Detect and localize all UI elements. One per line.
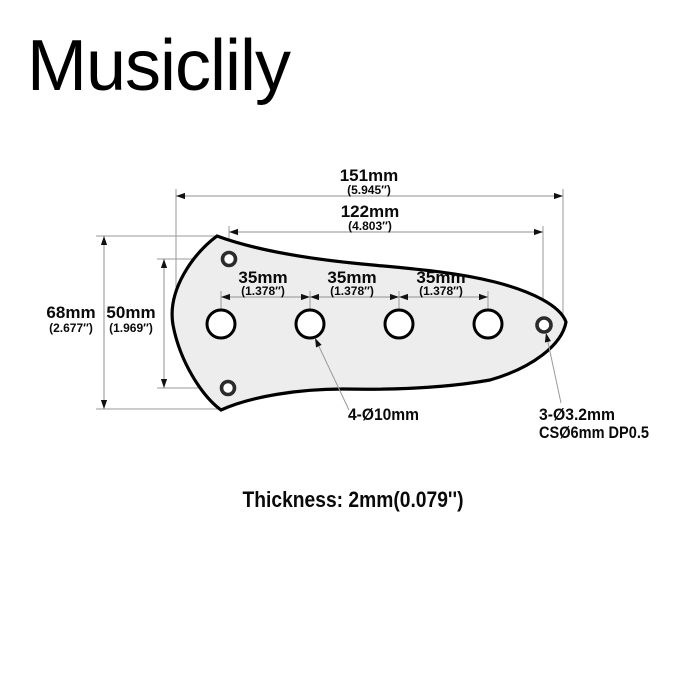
spacing-1-inch: (1.378″)	[241, 284, 285, 298]
mount-height-mm: 50mm	[106, 303, 155, 322]
mount-height-inch: (1.969″)	[109, 321, 153, 335]
dimension-overall-width: 151mm (5.945″)	[176, 166, 563, 200]
control-hole-3	[383, 308, 415, 340]
screw-holes-label-line2: CSØ6mm DP0.5	[539, 423, 649, 442]
dimension-mount-height: 50mm (1.969″)	[106, 259, 168, 388]
dimension-overall-height: 68mm (2.677″)	[46, 236, 108, 409]
screw-holes-label-line1: 3-Ø3.2mm	[539, 405, 615, 424]
overall-width-mm: 151mm	[340, 166, 399, 185]
screw-hole-top-left	[220, 250, 238, 268]
spacing-2-inch: (1.378″)	[330, 284, 374, 298]
dimension-hole-spacing-3: 35mm (1.378″)	[399, 268, 488, 301]
control-holes-label: 4-Ø10mm	[348, 405, 419, 424]
callout-control-holes: 4-Ø10mm	[314, 337, 419, 424]
mount-width-mm: 122mm	[341, 202, 400, 221]
callout-screw-holes: 3-Ø3.2mm CSØ6mm DP0.5	[539, 332, 649, 442]
thickness-label: Thickness: 2mm(0.079'')	[243, 487, 464, 512]
dimension-mount-width: 122mm (4.803″)	[229, 202, 543, 236]
plate-outline	[170, 234, 568, 412]
control-hole-1	[205, 308, 237, 340]
dimension-hole-spacing-1: 35mm (1.378″)	[221, 268, 310, 301]
mount-width-inch: (4.803″)	[348, 219, 392, 233]
overall-width-inch: (5.945″)	[347, 183, 391, 197]
brand-logo: Musiclily	[27, 26, 291, 106]
dimension-hole-spacing-2: 35mm (1.378″)	[310, 268, 399, 301]
spacing-2-mm: 35mm	[327, 268, 376, 287]
screw-hole-right	[535, 316, 553, 334]
spacing-3-mm: 35mm	[416, 268, 465, 287]
spacing-3-inch: (1.378″)	[419, 284, 463, 298]
control-hole-4	[472, 308, 504, 340]
screw-holes	[219, 250, 553, 397]
control-holes	[205, 308, 504, 340]
control-hole-2	[294, 308, 326, 340]
spacing-1-mm: 35mm	[238, 268, 287, 287]
overall-height-inch: (2.677″)	[49, 321, 93, 335]
screw-hole-bottom-left	[219, 379, 237, 397]
overall-height-mm: 68mm	[46, 303, 95, 322]
